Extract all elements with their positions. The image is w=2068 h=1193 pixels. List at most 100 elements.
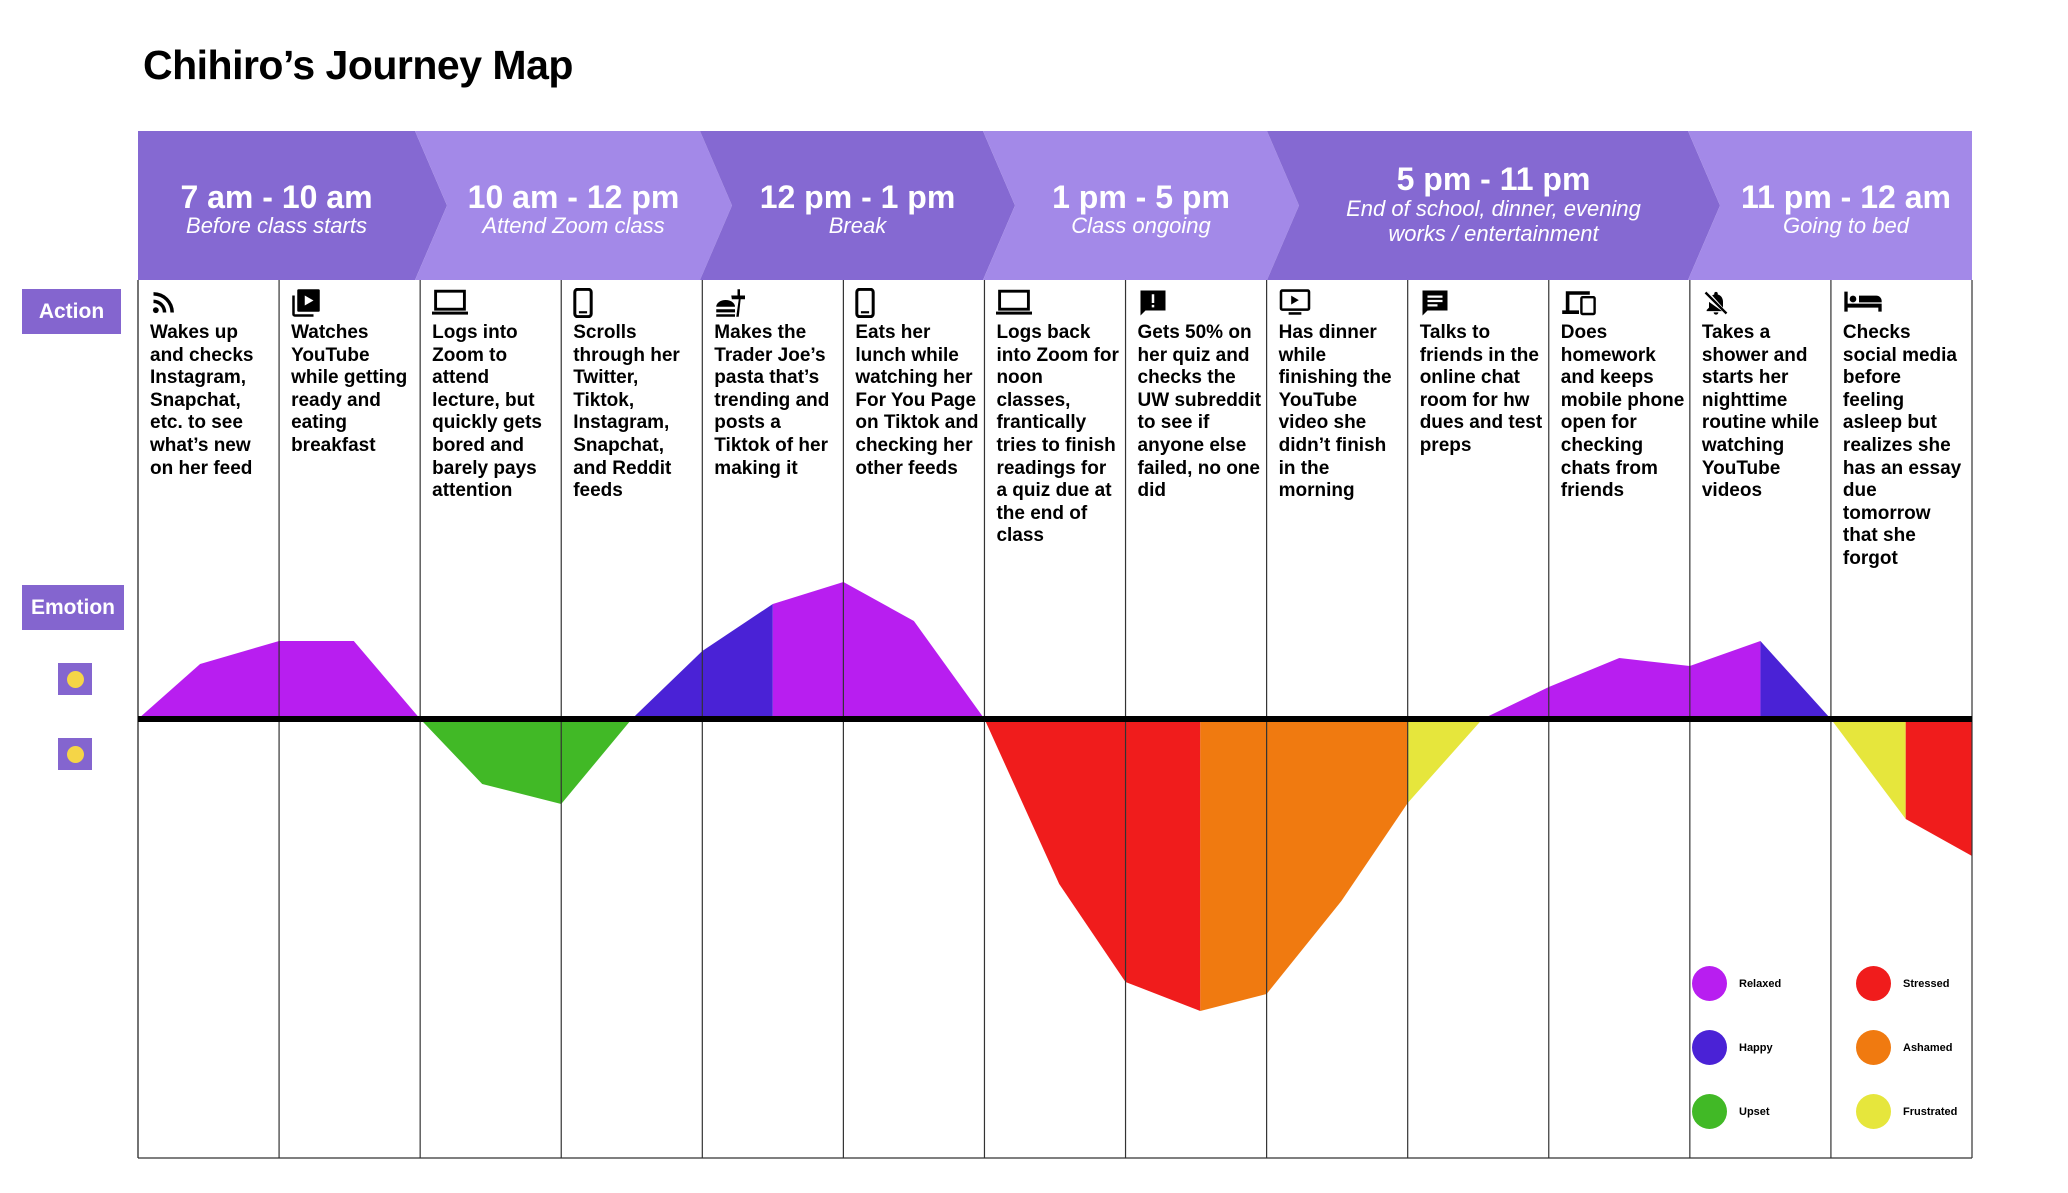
action-text: Logs into Zoom to attend lecture, but qu… bbox=[432, 322, 542, 502]
legend-label: Happy bbox=[1739, 1041, 1773, 1054]
stage-1 bbox=[138, 131, 447, 280]
emotion-region-stressed bbox=[984, 719, 1201, 1011]
stage-subtitle: End of school, dinner, evening bbox=[1346, 196, 1642, 221]
action-cell: Does homework and keeps mobile phone ope… bbox=[1561, 288, 1685, 503]
emotion-row-label: Emotion bbox=[22, 585, 124, 630]
action-cell: Eats her lunch while watching her For Yo… bbox=[855, 287, 979, 480]
page-title: Chihiro’s Journey Map bbox=[143, 42, 573, 88]
legend-label: Stressed bbox=[1903, 977, 1950, 990]
action-cell: Has dinner while finishing the YouTube v… bbox=[1279, 288, 1403, 503]
frowning-face-icon bbox=[66, 745, 84, 763]
stage-chevron bbox=[415, 131, 732, 280]
stage-time: 5 pm - 11 pm bbox=[1397, 161, 1591, 197]
action-cell: Gets 50% on her quiz and checks the UW s… bbox=[1138, 288, 1262, 503]
action-text: Logs back into Zoom for noon classes, fr… bbox=[996, 322, 1119, 547]
stage-6 bbox=[1688, 131, 1972, 280]
legend-swatch bbox=[1856, 966, 1891, 1001]
stage-5 bbox=[1267, 131, 1720, 280]
emotion-region-frustrated bbox=[1407, 719, 1483, 803]
bed-icon bbox=[1843, 288, 1967, 318]
emotion-curve bbox=[138, 582, 1972, 1011]
action-text: Eats her lunch while watching her For Yo… bbox=[855, 322, 979, 479]
stage-chevron bbox=[1267, 131, 1720, 280]
laptop-icon bbox=[432, 288, 556, 318]
action-cell: Watches YouTube while getting ready and … bbox=[291, 288, 415, 458]
stage-subtitle: Class ongoing bbox=[1071, 213, 1211, 238]
action-cell: Scrolls through her Twitter, Tiktok, Ins… bbox=[573, 287, 697, 503]
fastfood-icon bbox=[714, 288, 838, 318]
stage-subtitle: Going to bed bbox=[1783, 213, 1910, 238]
legend-label: Ashamed bbox=[1903, 1041, 1953, 1054]
action-cell: Takes a shower and starts her nighttime … bbox=[1702, 288, 1826, 503]
stage-subtitle: Break bbox=[829, 213, 887, 238]
action-text: Takes a shower and starts her nighttime … bbox=[1701, 322, 1820, 502]
action-text: Checks social media before feeling aslee… bbox=[1842, 322, 1962, 569]
grid-lines bbox=[137, 280, 1973, 1159]
legend-item-ashamed: Ashamed bbox=[1856, 1030, 1953, 1065]
rss-feed-icon bbox=[150, 288, 274, 318]
stage-3 bbox=[700, 131, 1015, 280]
chat-icon bbox=[1420, 288, 1544, 318]
notifications-off-icon bbox=[1702, 288, 1826, 318]
tv-play-icon bbox=[1279, 288, 1403, 318]
stage-2 bbox=[415, 131, 732, 280]
action-row-label: Action bbox=[22, 289, 121, 334]
action-cell: Logs into Zoom to attend lecture, but qu… bbox=[432, 288, 556, 503]
legend-swatch bbox=[1856, 1094, 1891, 1129]
smiling-face-icon bbox=[66, 670, 84, 688]
legend-label: Relaxed bbox=[1739, 977, 1782, 990]
stage-time: 12 pm - 1 pm bbox=[760, 179, 956, 215]
action-cell: Makes the Trader Joe’s pasta that’s tren… bbox=[714, 288, 838, 480]
smartphone-icon bbox=[855, 287, 979, 319]
stage-time: 11 pm - 12 am bbox=[1741, 179, 1951, 215]
action-text: Watches YouTube while getting ready and … bbox=[291, 322, 408, 456]
action-text: Has dinner while finishing the YouTube v… bbox=[1278, 322, 1392, 502]
action-text: Does homework and keeps mobile phone ope… bbox=[1560, 322, 1685, 502]
legend-label: Frustrated bbox=[1903, 1105, 1958, 1118]
emotion-region-upset bbox=[420, 719, 632, 804]
stage-chevron bbox=[1688, 131, 1972, 280]
action-text: Gets 50% on her quiz and checks the UW s… bbox=[1137, 322, 1262, 502]
action-cell: Talks to friends in the online chat room… bbox=[1420, 288, 1544, 458]
stage-time: 10 am - 12 pm bbox=[468, 179, 680, 215]
emotion-region-stressed bbox=[1905, 719, 1972, 856]
emotion-region-happy bbox=[1760, 641, 1831, 719]
stage-subtitle: Before class starts bbox=[186, 213, 367, 238]
emotion-region-relaxed bbox=[772, 582, 985, 719]
positive-emotion-marker bbox=[58, 663, 92, 695]
legend-item-frustrated: Frustrated bbox=[1856, 1094, 1957, 1129]
action-cell: Wakes up and checks Instagram, Snapchat,… bbox=[150, 288, 274, 480]
action-text: Makes the Trader Joe’s pasta that’s tren… bbox=[714, 322, 830, 479]
emotion-region-frustrated bbox=[1830, 719, 1906, 819]
stage-time: 7 am - 10 am bbox=[180, 179, 372, 215]
stage-chevron bbox=[700, 131, 1015, 280]
laptop-icon bbox=[996, 288, 1120, 318]
action-text: Scrolls through her Twitter, Tiktok, Ins… bbox=[573, 322, 680, 502]
action-text: Talks to friends in the online chat room… bbox=[1419, 322, 1543, 456]
stage-chevron bbox=[983, 131, 1299, 280]
smartphone-icon bbox=[573, 287, 697, 319]
legend-swatch bbox=[1692, 966, 1727, 1001]
legend-item-happy: Happy bbox=[1692, 1030, 1773, 1065]
negative-emotion-marker bbox=[58, 738, 92, 770]
action-cell: Logs back into Zoom for noon classes, fr… bbox=[996, 288, 1120, 548]
stage-time: 1 pm - 5 pm bbox=[1052, 179, 1230, 215]
legend-item-relaxed: Relaxed bbox=[1692, 966, 1781, 1001]
legend-item-stressed: Stressed bbox=[1856, 966, 1949, 1001]
devices-icon bbox=[1561, 288, 1685, 318]
stage-chevron bbox=[138, 131, 447, 280]
action-text: Wakes up and checks Instagram, Snapchat,… bbox=[150, 322, 254, 479]
video-library-icon bbox=[291, 288, 415, 318]
legend-label: Upset bbox=[1739, 1105, 1770, 1118]
legend-item-upset: Upset bbox=[1692, 1094, 1770, 1129]
action-cell: Checks social media before feeling aslee… bbox=[1843, 288, 1967, 571]
legend-swatch bbox=[1692, 1094, 1727, 1129]
stage-subtitle: Attend Zoom class bbox=[480, 213, 664, 238]
feedback-alert-icon bbox=[1138, 288, 1262, 318]
legend-swatch bbox=[1856, 1030, 1891, 1065]
emotion-region-relaxed bbox=[1482, 641, 1761, 719]
legend-swatch bbox=[1692, 1030, 1727, 1065]
emotion-region-ashamed bbox=[1200, 719, 1408, 1011]
